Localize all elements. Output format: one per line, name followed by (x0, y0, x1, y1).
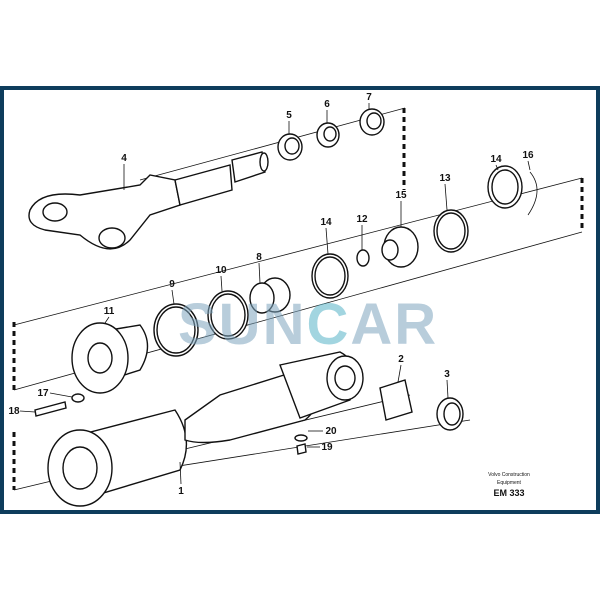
label-14: 14 (490, 154, 502, 165)
label-15: 15 (395, 190, 407, 201)
bushing-parts-2-3 (379, 379, 464, 431)
label-20: 20 (325, 426, 337, 437)
label-16: 16 (522, 150, 534, 161)
label-6: 6 (324, 99, 330, 110)
label-13: 13 (439, 173, 451, 184)
label-19: 19 (321, 442, 333, 453)
cylinder-head-part-11 (71, 322, 149, 394)
label-1: 1 (178, 486, 184, 497)
leader-lines (19, 103, 531, 485)
label-5: 5 (286, 110, 292, 121)
label-7: 7 (366, 92, 372, 103)
label-18: 18 (8, 406, 20, 417)
cylinder-tube-part-1 (47, 351, 364, 507)
part-labels: 5 6 7 4 14 16 13 15 14 12 8 10 9 11 17 1… (8, 92, 534, 497)
piston-rod-part-4 (28, 151, 269, 250)
label-10: 10 (215, 265, 227, 276)
label-11: 11 (104, 306, 115, 317)
grease-nipple-19-20 (294, 434, 308, 455)
label-2: 2 (398, 354, 404, 365)
bolt-washer-17-18 (34, 393, 85, 417)
label-14: 14 (320, 217, 332, 228)
caption-line-2: Equipment (497, 480, 522, 486)
diagram-code: EM 333 (493, 488, 524, 498)
piston-rings (153, 165, 538, 357)
label-8: 8 (256, 252, 262, 263)
label-17: 17 (37, 388, 49, 399)
caption-line-1: Volvo Construction (488, 472, 530, 478)
seal-rings-5-6-7 (277, 108, 385, 161)
label-4: 4 (121, 153, 127, 164)
label-12: 12 (356, 214, 368, 225)
label-9: 9 (169, 279, 175, 290)
label-3: 3 (444, 369, 450, 380)
watermark: SUNCAR (178, 292, 438, 357)
